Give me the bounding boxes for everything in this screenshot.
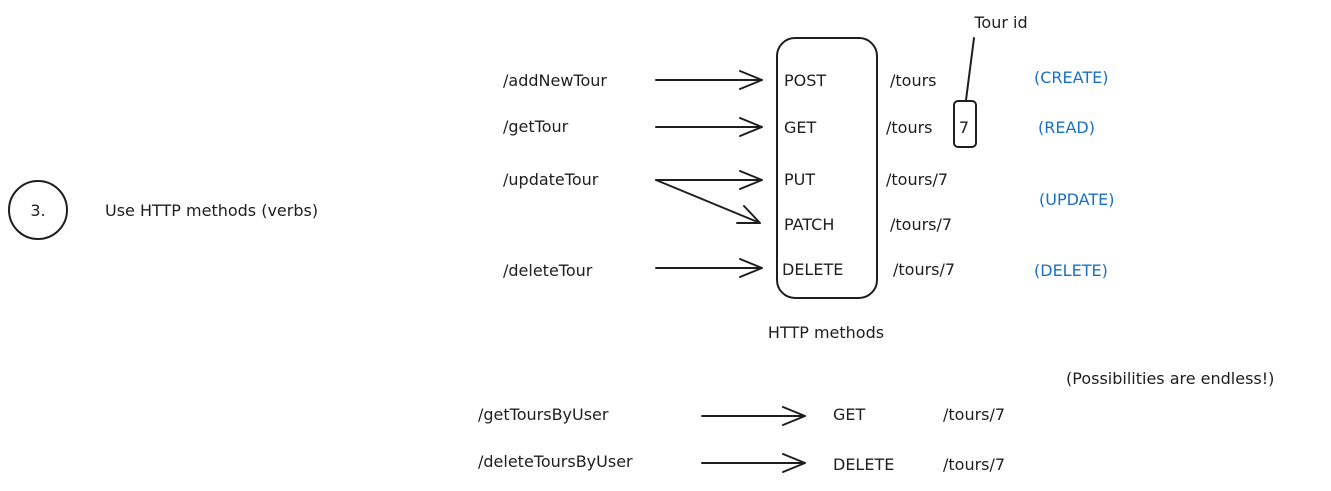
arrow-get-to-get [655, 117, 763, 137]
extra-method-get: GET [833, 405, 866, 424]
arrow-update-to-put [655, 170, 763, 190]
http-methods-label: HTTP methods [768, 323, 884, 342]
step-number-circle [8, 180, 68, 240]
extra-route-get-by-user: /getToursByUser [478, 405, 609, 424]
old-route-update: /updateTour [503, 170, 599, 189]
endpoint-get: /tours [886, 118, 933, 137]
arrow-update-to-patch [655, 179, 761, 224]
extra-endpoint-delete: /tours/7 [943, 455, 1005, 474]
method-post: POST [784, 71, 826, 90]
route-arrows [655, 70, 763, 278]
tour-id-highlight-box [953, 100, 977, 148]
method-patch: PATCH [784, 215, 834, 234]
step-marker: 3. [8, 180, 68, 240]
old-route-delete: /deleteTour [503, 261, 593, 280]
extra-method-delete: DELETE [833, 455, 894, 474]
crud-update: (UPDATE) [1039, 190, 1114, 209]
crud-read: (READ) [1038, 118, 1095, 137]
extra-endpoint-get: /tours/7 [943, 405, 1005, 424]
endpoint-delete: /tours/7 [893, 260, 955, 279]
method-delete: DELETE [782, 260, 843, 279]
crud-create: (CREATE) [1034, 68, 1108, 87]
crud-delete: (DELETE) [1034, 261, 1108, 280]
method-put: PUT [784, 170, 815, 189]
old-route-get: /getTour [503, 117, 569, 136]
step-description: Use HTTP methods (verbs) [105, 201, 318, 220]
arrow-delete-by-user [701, 453, 806, 473]
endpoint-get-id: 7 [959, 118, 969, 137]
arrow-get-by-user [701, 406, 806, 426]
endpoint-patch: /tours/7 [890, 215, 952, 234]
tour-id-pointer-line [965, 37, 975, 101]
extra-route-delete-by-user: /deleteToursByUser [478, 452, 633, 471]
http-methods-box [776, 37, 878, 299]
arrow-delete-to-delete [655, 258, 763, 278]
step-number: 3. [30, 201, 45, 220]
possibilities-note: (Possibilities are endless!) [1066, 369, 1274, 388]
old-route-add: /addNewTour [503, 71, 607, 90]
tour-id-label: Tour id [973, 13, 1027, 32]
method-get: GET [784, 118, 817, 137]
arrow-add-to-post [655, 70, 763, 90]
endpoint-put: /tours/7 [886, 170, 948, 189]
endpoint-post: /tours [890, 71, 937, 90]
